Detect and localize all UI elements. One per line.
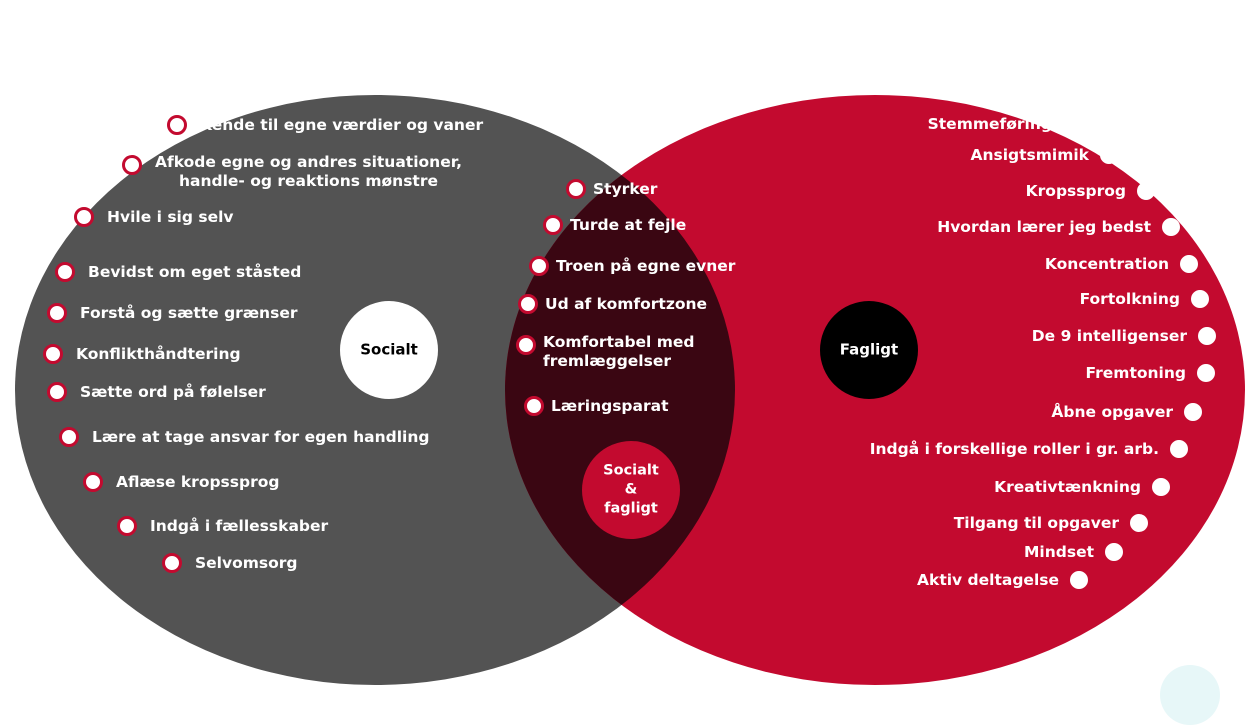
- social-item: Forstå og sætte grænser: [47, 303, 297, 323]
- bullet-icon: [1063, 115, 1081, 134]
- overlap-item: Troen på egne evner: [529, 256, 735, 276]
- bullet-icon: [122, 155, 142, 175]
- academic-item: Fortolkning: [1080, 290, 1209, 309]
- social-item: Bevidst om eget ståsted: [55, 262, 301, 282]
- social-item: Aflæse kropssprog: [83, 472, 280, 492]
- academic-item: Mindset: [1024, 543, 1123, 562]
- academic-item: Tilgang til opgaver: [954, 514, 1148, 533]
- academic-item: Åbne opgaver: [1051, 403, 1202, 422]
- overlap-item: Turde at fejle: [543, 215, 686, 235]
- bullet-icon: [518, 294, 538, 314]
- bullet-icon: [1191, 290, 1209, 309]
- overlap-item-line: Komfortabel med: [543, 333, 695, 351]
- social-item: Indgå i fællesskaber: [117, 516, 328, 536]
- overlap-item: Ud af komfortzone: [518, 294, 707, 314]
- bullet-icon: [167, 115, 187, 135]
- bullet-icon: [1070, 571, 1088, 590]
- overlap-label-line: &: [624, 481, 638, 498]
- venn-circles: [15, 95, 1245, 685]
- social-item-line: Afkode egne og andres situationer,: [155, 153, 462, 171]
- academic-label-text: Fagligt: [839, 340, 899, 359]
- overlap-item: Komfortabel med fremlæggelser: [516, 333, 695, 370]
- bullet-icon: [59, 427, 79, 447]
- academic-item: Koncentration: [1045, 255, 1198, 274]
- bullet-icon: [162, 553, 182, 573]
- overlap-label-line: fagligt: [604, 500, 658, 517]
- academic-item: Stemmeføring: [928, 115, 1081, 134]
- venn-diagram: Socialt Fagligt Socialt & fagligt Kende …: [15, 95, 1245, 725]
- bullet-icon: [1162, 218, 1180, 237]
- bullet-icon: [524, 396, 544, 416]
- overlap-item: Læringsparat: [524, 396, 669, 416]
- overlap-label-line: Socialt: [603, 462, 659, 479]
- bullet-icon: [1170, 440, 1188, 459]
- overlap-badge: [582, 441, 680, 539]
- academic-item: Fremtoning: [1086, 364, 1215, 383]
- academic-label: Fagligt: [840, 340, 898, 360]
- bullet-icon: [55, 262, 75, 282]
- social-badge: [340, 301, 438, 399]
- academic-item: Indgå i forskellige roller i gr. arb.: [870, 440, 1188, 459]
- social-item: Afkode egne og andres situationer, handl…: [122, 153, 462, 190]
- bullet-icon: [1152, 478, 1170, 497]
- bullet-icon: [516, 335, 536, 355]
- bullet-icon: [1137, 182, 1155, 201]
- academic-item: Kreativtænkning: [994, 478, 1170, 497]
- social-item: Konflikthåndtering: [43, 344, 241, 364]
- bullet-icon: [1100, 146, 1118, 165]
- social-item: Kende til egne værdier og vaner: [167, 115, 483, 135]
- academic-item: Kropssprog: [1026, 182, 1155, 201]
- social-item: Sætte ord på følelser: [47, 382, 266, 402]
- academic-item: Aktiv deltagelse: [917, 571, 1088, 590]
- academic-badge: [820, 301, 918, 399]
- social-item: Selvomsorg: [162, 553, 298, 573]
- social-item: Hvile i sig selv: [74, 207, 234, 227]
- overlap-item: Styrker: [566, 179, 657, 199]
- bullet-icon: [47, 303, 67, 323]
- bullet-icon: [1130, 514, 1148, 533]
- academic-item: Ansigtsmimik: [970, 146, 1118, 165]
- bullet-icon: [543, 215, 563, 235]
- bullet-icon: [47, 382, 67, 402]
- bullet-icon: [1198, 327, 1216, 346]
- bullet-icon: [1184, 403, 1202, 422]
- bullet-icon: [529, 256, 549, 276]
- social-label: Socialt: [360, 340, 418, 360]
- corner-decoration: [1160, 665, 1220, 725]
- overlap-label: Socialt & fagligt: [603, 462, 659, 519]
- bullet-icon: [117, 516, 137, 536]
- bullet-icon: [74, 207, 94, 227]
- social-item-line: handle- og reaktions mønstre: [178, 171, 438, 190]
- academic-item: Hvordan lærer jeg bedst: [937, 218, 1180, 237]
- academic-item: De 9 intelligenser: [1032, 327, 1216, 346]
- bullet-icon: [43, 344, 63, 364]
- bullet-icon: [1197, 364, 1215, 383]
- overlap-item-line: fremlæggelser: [543, 351, 672, 370]
- bullet-icon: [1105, 543, 1123, 562]
- social-item: Lære at tage ansvar for egen handling: [59, 427, 430, 447]
- bullet-icon: [566, 179, 586, 199]
- bullet-icon: [1180, 255, 1198, 274]
- social-label-text: Socialt: [360, 340, 418, 359]
- bullet-icon: [83, 472, 103, 492]
